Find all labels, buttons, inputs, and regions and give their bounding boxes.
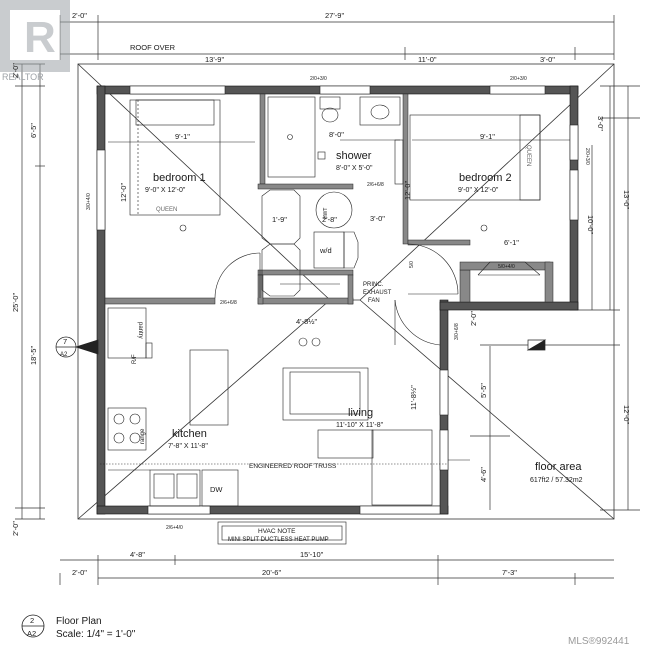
exhaust-fan-line3: FAN [368,298,380,304]
bedroom2-closet: 6'-1" [504,238,519,247]
shower-size: 8'-0" X 5'-0" [336,165,373,172]
dim-left-bottom: 2'-0" [11,521,20,536]
win-tag-b: 3/0+4/0 [86,193,92,210]
dim-right-e: 2'-0" [469,311,478,326]
door-tag-c: 2/6+6/8 [367,182,384,188]
realtor-logo: R [0,0,70,72]
roof-truss-label: ENGINEERED ROOF TRUSS [249,463,337,470]
floor-area-label: floor area [535,461,582,473]
dim-right-b: 13'-0" [622,190,631,209]
door-tag-d: 2/6+6/8 [220,300,237,306]
dim-top-overall: 27'-9" [325,11,344,20]
dim-top-left: 2'-0" [72,11,87,20]
dim-bottom-a: 4'-8" [130,550,145,559]
title-name: Floor Plan [56,616,102,627]
dim-right-a: 3'-0" [596,116,605,131]
dim-right-h: 11'-8½" [409,385,418,410]
hall-d: 2'-8" [322,215,337,224]
range-label: range [140,428,146,444]
dim-bottom-c: 2'-0" [72,568,87,577]
wd-label: w/d [319,246,332,255]
win-tag-c: 2/0+3/0 [584,148,590,165]
bedroom-2 [407,114,570,295]
bedroom1-bed: QUEEN [156,207,177,213]
bedroom2-height: 12'-0" [403,181,412,200]
hall-b: 4'-8½" [296,317,318,326]
dim-bottom-b: 15'-10" [300,550,324,559]
bathroom [267,96,404,185]
hvac-body: MINI SPLIT DUCTLESS HEAT PUMP [228,537,329,543]
section-number: 7 [63,337,67,346]
dim-left-top: 2'-0" [11,63,20,78]
dim-right-g: 4'-6" [479,467,488,482]
windows [96,85,579,515]
exhaust-fan-line1: PRINC. [363,282,384,288]
roof-outline [77,63,615,520]
door-tag-a: 2/0+3/0 [310,76,327,82]
mls-number: MLS®992441 [568,636,630,647]
dim-left-overall: 25'-0" [11,293,20,312]
section-sheet: A2 [60,352,68,358]
dim-right-f: 5'-5" [479,383,488,398]
bedroom2-width: 9'-1" [480,132,495,141]
win-tag-a: 5/0+4/0 [498,264,515,270]
dim-top-c: 3'-0" [540,55,555,64]
dim-left-a: 6'-5" [29,123,38,138]
dim-bottom-e: 7'-3" [502,568,517,577]
bedroom1-size: 9'-0" X 12'-0" [145,187,186,194]
hall-laundry [261,189,359,297]
dim-top-b: 11'-0" [418,55,437,64]
watermark-brand: REALTOR [2,72,44,82]
floor-area-value: 617ft2 / 57.32m2 [530,477,583,484]
section-markers [55,336,547,358]
bedroom1-height: 12'-0" [119,183,128,202]
dim-bottom-d: 20'-6" [262,568,281,577]
bedroom2-size: 9'-0" X 12'-0" [458,187,499,194]
annotation-text: REALTOR 2'-0" 27'-9" ROOF OVER 13'-9" 11… [2,11,631,647]
hall-c: 1'-9" [272,215,287,224]
kitchen-name: kitchen [172,428,207,440]
shower-width: 8'-0" [329,130,344,139]
title-number: 2 [30,616,34,625]
kitchen [107,299,441,507]
living [100,337,470,545]
exhaust-fan-line2: EXHAUST [363,290,392,296]
door-tag-b: 2/0+3/0 [510,76,527,82]
kitchen-size: 7'-8" X 11'-8" [168,443,208,450]
svg-text:R: R [24,13,56,62]
dim-right-d: 12'-0" [622,405,631,424]
dim-right-c: 10'-0" [586,215,595,234]
bedroom-1 [108,99,261,299]
door-tag-f: 3/0+6/8 [454,323,460,340]
win-tag-small: 5/0 [409,261,415,268]
bedroom1-width: 9'-1" [175,132,190,141]
title-scale: Scale: 1/4" = 1'-0" [56,629,136,640]
hvac-title: HVAC NOTE [258,528,296,535]
door-tag-e: 2/6+4/0 [166,525,183,531]
hwt-label: HWT [323,208,329,219]
bedroom2-name: bedroom 2 [459,172,512,184]
bedroom2-bed: QUEEN [525,145,531,166]
pantry-label: pantry [137,322,143,339]
hall-a: 3'-0" [370,214,385,223]
roof-over-label: ROOF OVER [130,43,176,52]
living-size: 11'-10" X 11'-8" [336,422,384,429]
interior-walls [104,93,554,305]
dim-left-b: 18'-5" [29,346,38,365]
shower-name: shower [336,150,372,162]
title-sheet: A2 [27,629,36,638]
fridge-label: R/F [132,354,138,364]
bedroom1-name: bedroom 1 [153,172,206,184]
living-name: living [348,407,373,419]
dim-top-a: 13'-9" [205,55,224,64]
dw-label: DW [210,485,223,494]
